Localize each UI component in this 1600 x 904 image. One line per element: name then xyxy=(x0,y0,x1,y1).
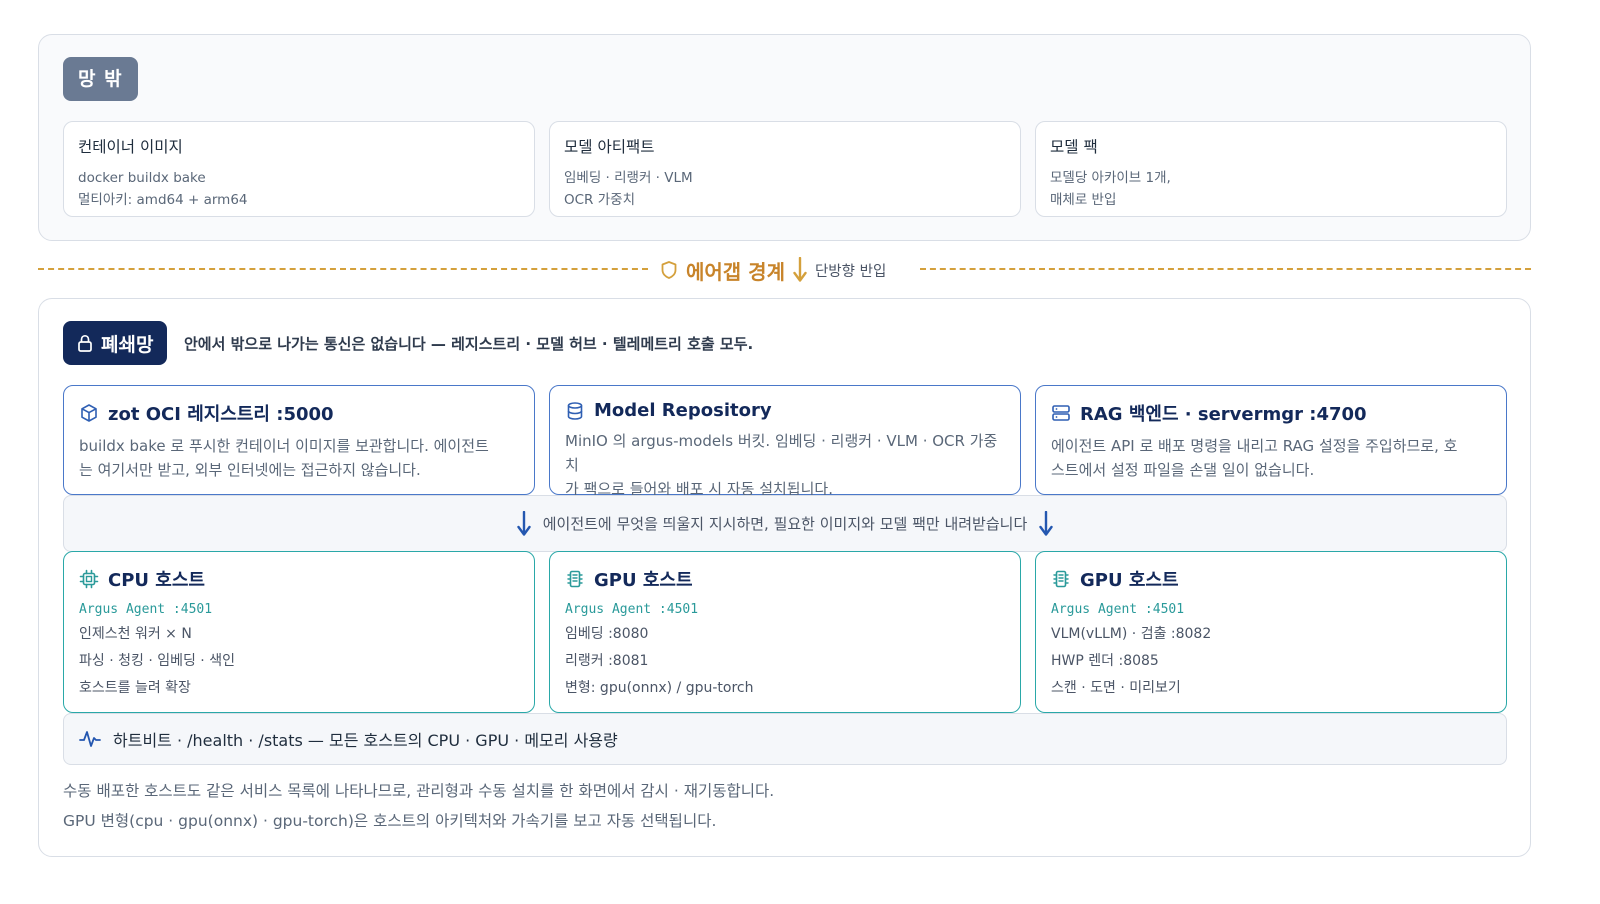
service-body-line: 에이전트 API 로 배포 명령을 내리고 RAG 설정을 주입하므로, 호 xyxy=(1051,437,1458,455)
card-line: 매체로 반입 xyxy=(1050,192,1117,208)
agent-endpoint: Argus Agent :4501 xyxy=(79,602,213,617)
heartbeat-text: 하트비트 · /health · /stats — 모든 호스트의 CPU · … xyxy=(113,731,618,750)
footnote-manual-hosts: 수동 배포한 호스트도 같은 서비스 목록에 나타나므로, 관리형과 수동 설치… xyxy=(63,782,775,800)
cpu-host-card: CPU 호스트 Argus Agent :4501 인제스천 워커 × N 파싱… xyxy=(63,551,535,713)
card-line: docker buildx bake xyxy=(78,170,206,186)
cube-icon xyxy=(79,403,99,423)
lock-icon xyxy=(77,334,93,352)
agent-endpoint: Argus Agent :4501 xyxy=(565,602,699,617)
host-line: VLM(vLLM) · 검출 :8082 xyxy=(1051,626,1212,642)
card-title: 모델 팩 xyxy=(1050,138,1098,156)
registry-card: zot OCI 레지스트리 :5000 buildx bake 로 푸시한 컨테… xyxy=(63,385,535,495)
closed-network-description: 안에서 밖으로 나가는 통신은 없습니다 — 레지스트리 · 모델 허브 · 텔… xyxy=(184,335,754,353)
deploy-flow-band: 에이전트에 무엇을 띄울지 지시하면, 필요한 이미지와 모델 팩만 내려받습니… xyxy=(63,495,1507,552)
service-body-line: buildx bake 로 푸시한 컨테이너 이미지를 보관합니다. 에이전트 xyxy=(79,437,489,455)
cpu-icon xyxy=(79,569,99,589)
deploy-flow-text: 에이전트에 무엇을 띄울지 지시하면, 필요한 이미지와 모델 팩만 내려받습니… xyxy=(542,515,1028,533)
service-body-line: 가 팩으로 들어와 배포 시 자동 설치됩니다. xyxy=(565,480,833,498)
arrow-down-icon xyxy=(517,510,531,537)
host-title: GPU 호스트 xyxy=(1080,570,1179,591)
service-body-line: 스트에서 설정 파일을 손댈 일이 없습니다. xyxy=(1051,461,1315,479)
boundary-label: 에어갭 경계 xyxy=(686,259,785,284)
model-repository-card: Model Repository MinIO 의 argus-models 버킷… xyxy=(549,385,1021,498)
service-body-line: MinIO 의 argus-models 버킷. 임베딩 · 리랭커 · VLM… xyxy=(565,432,998,474)
host-line: 변형: gpu(onnx) / gpu-torch xyxy=(565,680,754,696)
host-line: 호스트를 늘려 확장 xyxy=(79,680,191,696)
card-line: 모델당 아카이브 1개, xyxy=(1050,170,1171,186)
closed-network-panel: 폐쇄망 안에서 밖으로 나가는 통신은 없습니다 — 레지스트리 · 모델 허브… xyxy=(38,298,1531,857)
card-line: 임베딩 · 리랭커 · VLM xyxy=(564,170,693,186)
closed-network-label: 폐쇄망 xyxy=(101,333,154,356)
pulse-icon xyxy=(79,729,101,749)
service-title: Model Repository xyxy=(594,400,772,421)
host-line: 파싱 · 청킹 · 임베딩 · 색인 xyxy=(79,653,235,669)
card-title: 컨테이너 이미지 xyxy=(78,138,183,156)
gpu-host-card-embedding: GPU 호스트 Argus Agent :4501 임베딩 :8080 리랭커 … xyxy=(549,551,1021,713)
host-line: 인제스천 워커 × N xyxy=(79,626,192,642)
rag-backend-card: RAG 백엔드 · servermgr :4700 에이전트 API 로 배포 … xyxy=(1035,385,1507,495)
closed-network-tag: 폐쇄망 xyxy=(63,321,168,365)
agent-endpoint: Argus Agent :4501 xyxy=(1051,602,1185,617)
arrow-down-icon xyxy=(793,257,807,283)
gpu-host-card-vlm: GPU 호스트 Argus Agent :4501 VLM(vLLM) · 검출… xyxy=(1035,551,1507,713)
arrow-down-icon xyxy=(1039,510,1053,537)
host-title: CPU 호스트 xyxy=(108,570,205,591)
card-line: OCR 가중치 xyxy=(564,192,635,208)
boundary-dashed-line-left xyxy=(38,268,648,270)
gpu-icon xyxy=(565,569,585,589)
outside-network-panel: 망 밖 컨테이너 이미지 docker buildx bake 멀티아키: am… xyxy=(38,34,1531,241)
boundary-dashed-line-right xyxy=(920,268,1531,270)
card-title: 모델 아티팩트 xyxy=(564,138,655,156)
airgap-boundary: 에어갭 경계 단방향 반입 xyxy=(38,252,1531,288)
server-icon xyxy=(1051,403,1071,423)
database-icon xyxy=(565,401,585,421)
boundary-sublabel: 단방향 반입 xyxy=(814,263,887,280)
footnote-gpu-variant: GPU 변형(cpu · gpu(onnx) · gpu-torch)은 호스트… xyxy=(63,812,717,830)
container-image-card: 컨테이너 이미지 docker buildx bake 멀티아키: amd64 … xyxy=(63,121,535,217)
card-line: 멀티아키: amd64 + arm64 xyxy=(78,192,248,208)
host-title: GPU 호스트 xyxy=(594,570,693,591)
boundary-label-group: 에어갭 경계 단방향 반입 xyxy=(660,252,910,288)
host-line: HWP 렌더 :8085 xyxy=(1051,653,1159,669)
shield-icon xyxy=(660,260,678,280)
model-pack-card: 모델 팩 모델당 아카이브 1개, 매체로 반입 xyxy=(1035,121,1507,217)
host-line: 임베딩 :8080 xyxy=(565,626,649,642)
outside-network-tag: 망 밖 xyxy=(63,57,138,101)
service-body-line: 는 여기서만 받고, 외부 인터넷에는 접근하지 않습니다. xyxy=(79,461,421,479)
host-line: 스캔 · 도면 · 미리보기 xyxy=(1051,680,1181,696)
service-title: zot OCI 레지스트리 :5000 xyxy=(108,404,334,425)
model-artifact-card: 모델 아티팩트 임베딩 · 리랭커 · VLM OCR 가중치 xyxy=(549,121,1021,217)
heartbeat-band: 하트비트 · /health · /stats — 모든 호스트의 CPU · … xyxy=(63,713,1507,765)
gpu-icon xyxy=(1051,569,1071,589)
host-line: 리랭커 :8081 xyxy=(565,653,649,669)
service-title: RAG 백엔드 · servermgr :4700 xyxy=(1080,404,1367,425)
